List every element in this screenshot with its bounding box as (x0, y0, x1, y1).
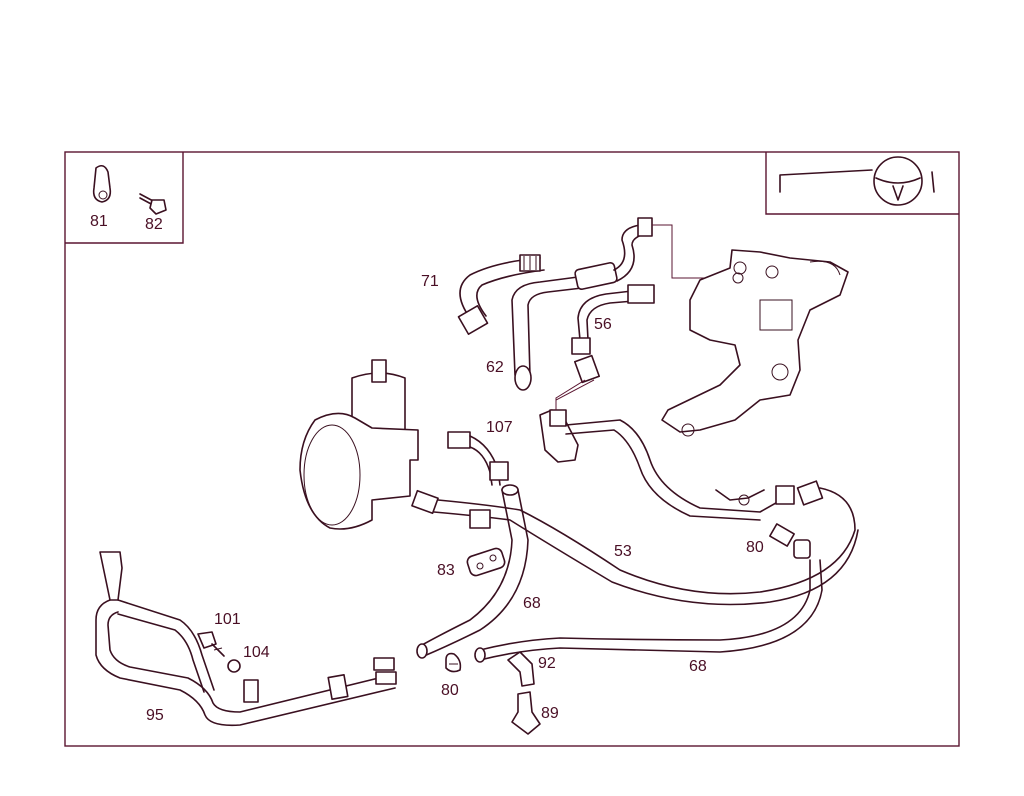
label-83: 83 (437, 562, 455, 579)
pressure-pipe (574, 217, 716, 290)
washer-104 (227, 659, 241, 673)
hose-71 (457, 254, 545, 335)
hose-68-lower (474, 559, 823, 663)
bolt-icon (139, 193, 167, 215)
label-71: 71 (421, 273, 439, 290)
label-89: 89 (541, 705, 559, 722)
label-56: 56 (594, 316, 612, 333)
symbol-box (765, 152, 959, 215)
hose-68-upper (416, 484, 529, 659)
hose-62 (511, 276, 583, 391)
label-95: 95 (146, 707, 164, 724)
label-101: 101 (214, 611, 241, 628)
clamp-80-lower (445, 652, 462, 673)
clip-icon (92, 164, 112, 203)
fitting-89 (511, 691, 541, 735)
label-80-upper: 80 (746, 539, 764, 556)
pipe-connector (539, 409, 579, 463)
fitting-80-upper (769, 523, 811, 559)
label-92: 92 (538, 655, 556, 672)
label-53: 53 (614, 543, 632, 560)
fitting-107 (447, 431, 509, 486)
diagram-frame (64, 151, 960, 747)
elbow-92 (507, 651, 535, 687)
rubber-mount-83 (466, 547, 506, 577)
label-107: 107 (486, 419, 513, 436)
cooler-pipe-95 (95, 551, 397, 727)
steering-pump (299, 359, 419, 530)
label-62: 62 (486, 359, 504, 376)
inset-box (65, 152, 184, 244)
label-104: 104 (243, 644, 270, 661)
label-82: 82 (145, 216, 163, 233)
label-80-lower: 80 (441, 682, 459, 699)
label-68-lower: 68 (689, 658, 707, 675)
bolt-101 (197, 631, 225, 657)
label-68-upper: 68 (523, 595, 541, 612)
steering-gear (661, 249, 849, 437)
label-81: 81 (90, 213, 108, 230)
hose-53 (411, 419, 859, 606)
steering-wheel-icon (779, 156, 935, 206)
hose-56 (555, 284, 655, 410)
